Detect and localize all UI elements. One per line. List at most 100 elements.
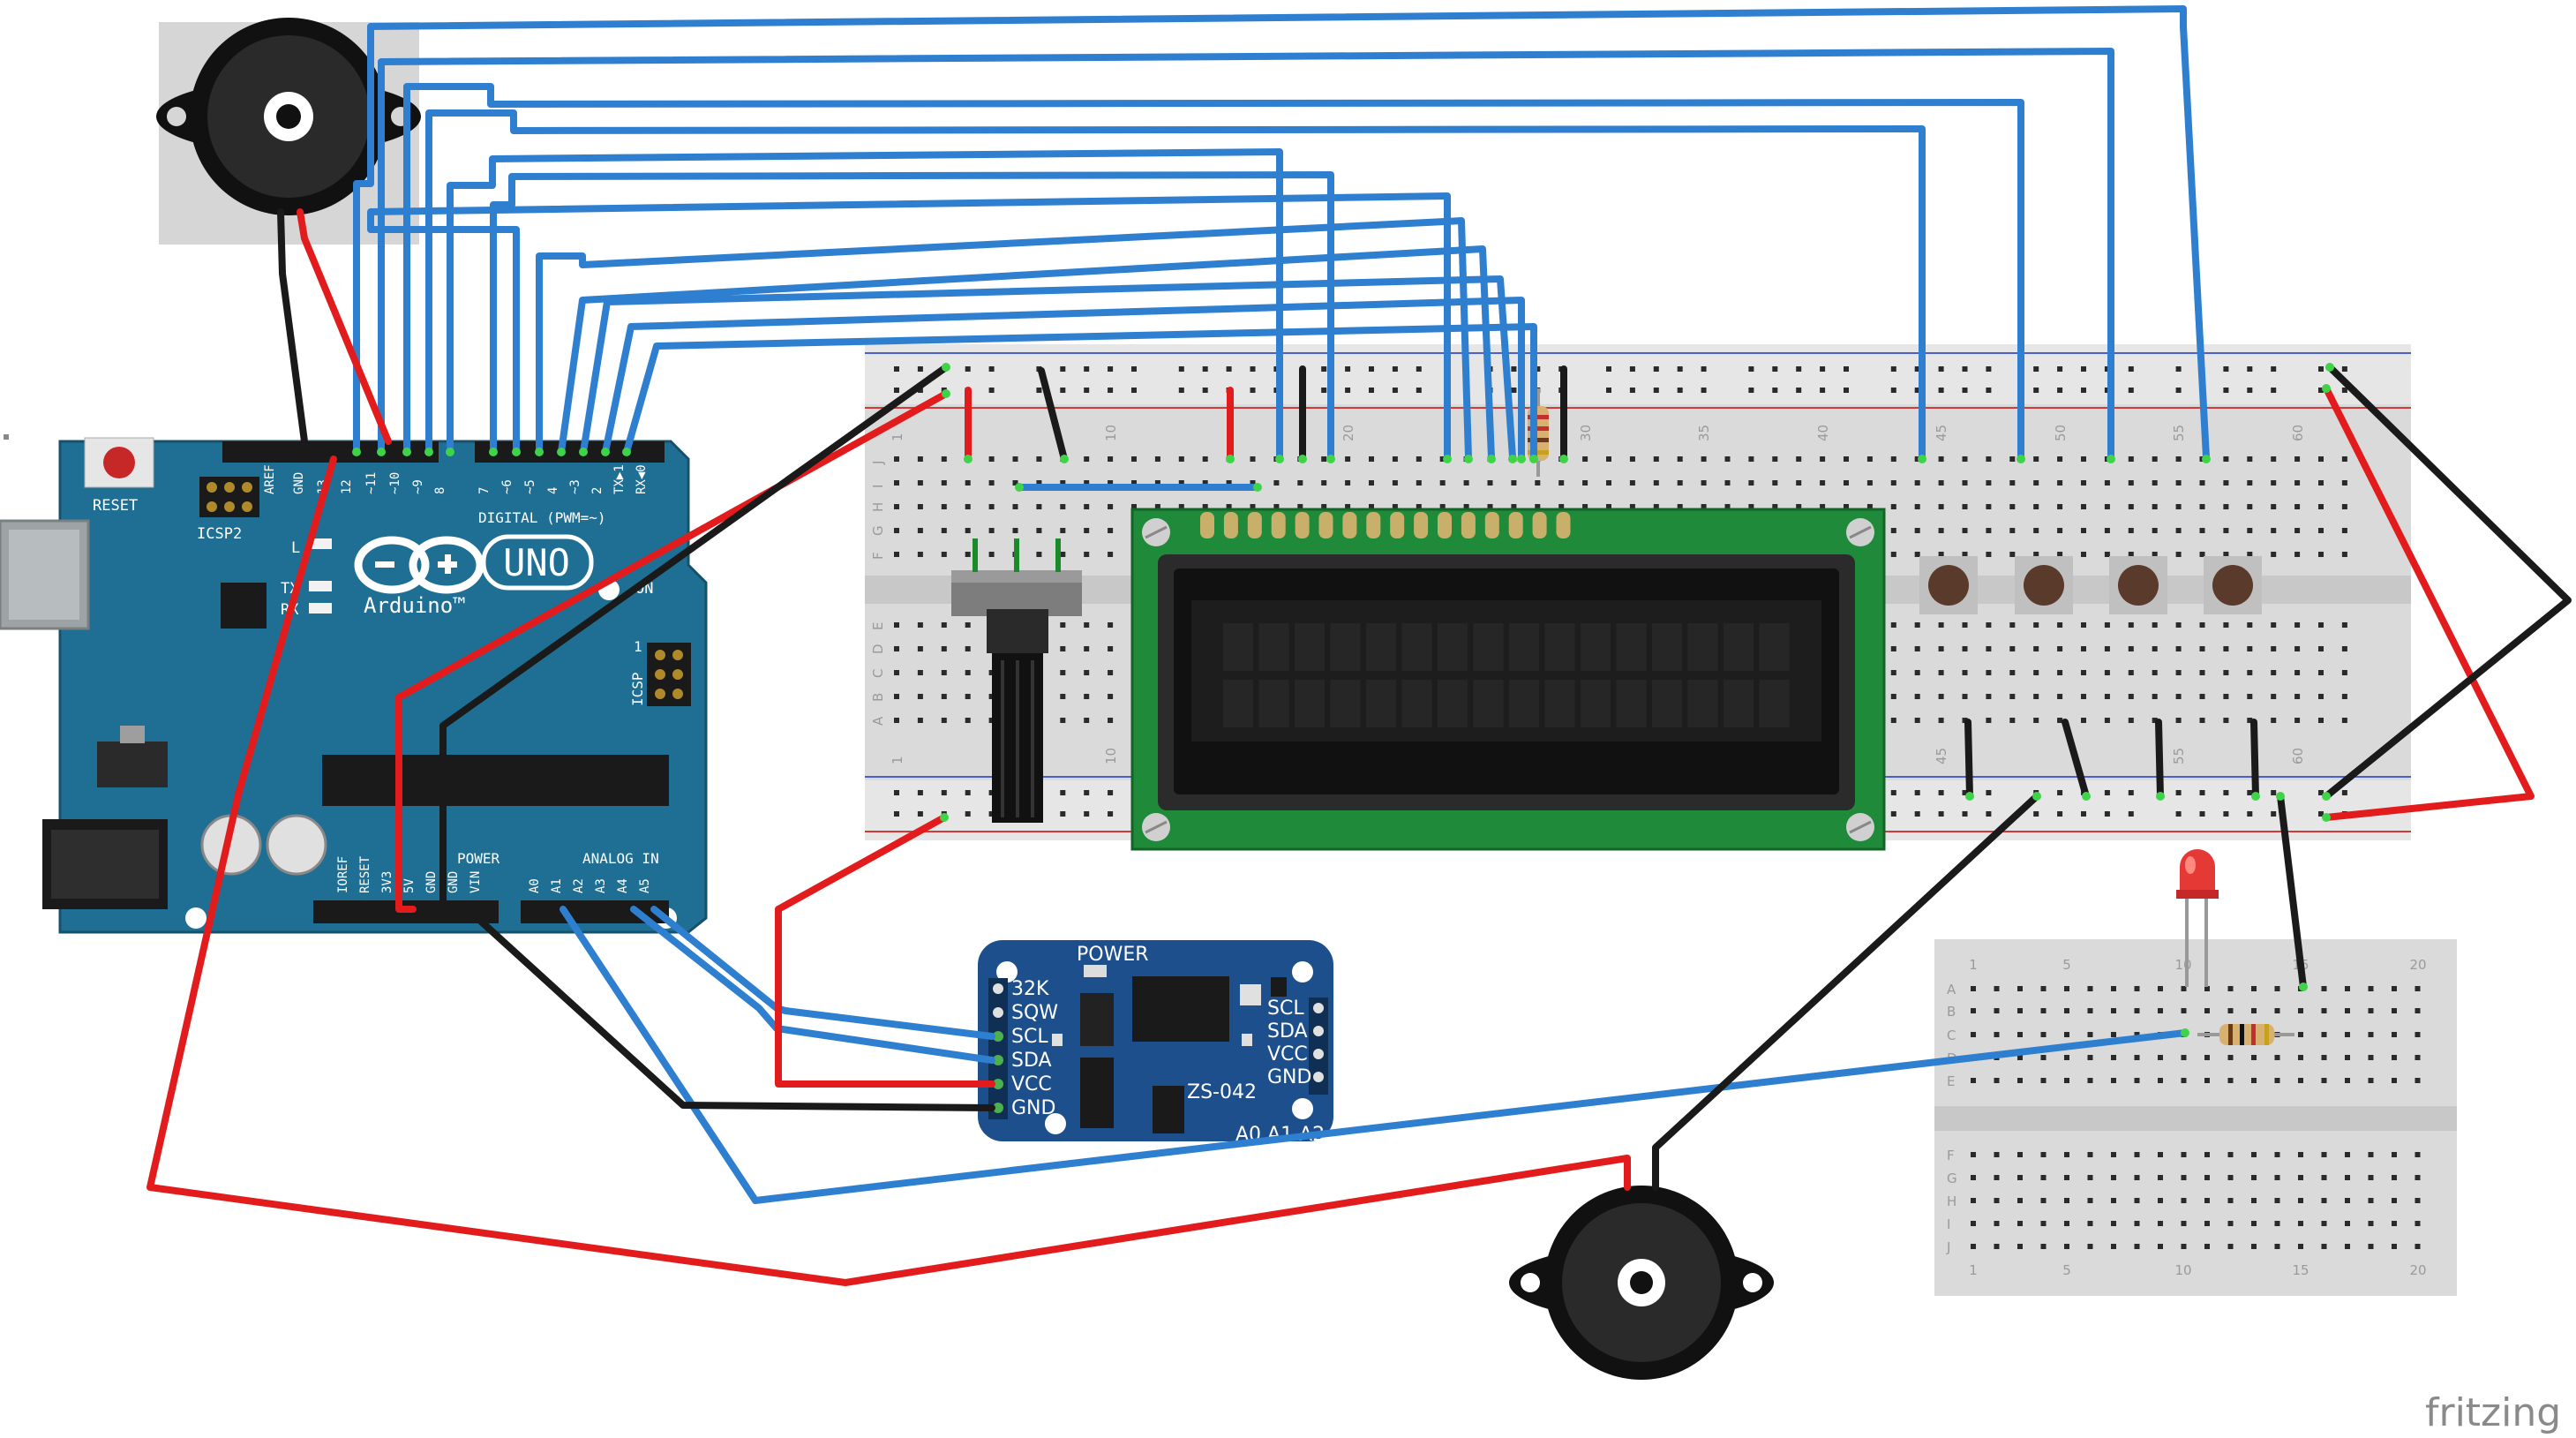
- column-number: 1: [890, 756, 905, 764]
- connection-point: [2032, 792, 2041, 801]
- row-letter: F: [1947, 1148, 1955, 1163]
- row-letter: C: [1947, 1028, 1956, 1043]
- rtc-pin-label: SCL: [1267, 998, 1304, 1020]
- wire-pin9-button1: [425, 109, 1926, 461]
- connection-point: [557, 448, 566, 456]
- wire-btn4-gnd: [2250, 719, 2259, 800]
- brand-text: Arduino™: [364, 593, 466, 618]
- connection-point: [2276, 792, 2285, 801]
- wire-5v-rail: [395, 390, 950, 913]
- rtc-pin-label: VCC: [1011, 1073, 1052, 1095]
- column-number: 20: [2409, 957, 2426, 973]
- column-number: 5: [2062, 1262, 2071, 1278]
- wire-pin12-button4: [353, 5, 2210, 461]
- column-number: 55: [2171, 748, 2187, 764]
- row-letter: A: [1947, 982, 1956, 998]
- wire-a4-sda: [630, 906, 995, 1064]
- analog-pin-label: A3: [594, 878, 608, 893]
- column-number: 45: [1934, 425, 1949, 441]
- icsp-label: ICSP: [629, 672, 646, 706]
- connection-point: [352, 448, 361, 456]
- digital-pin-label: ~5: [523, 479, 537, 494]
- wire-buzzer-top-red: [297, 208, 392, 445]
- digital-pin-label: ~6: [500, 479, 514, 494]
- connection-point: [489, 448, 498, 456]
- wire-pin6-lcd-d7: [367, 192, 1451, 461]
- rtc-power-label: POWER: [1077, 944, 1149, 966]
- connection-point: [2322, 384, 2331, 393]
- arduino-logo: UNO Arduino™: [354, 534, 594, 618]
- connection-point: [2016, 455, 2025, 463]
- digital-pin-label: 7: [477, 487, 492, 494]
- connection-point: [2322, 792, 2331, 801]
- column-number: 20: [1341, 425, 1356, 441]
- connection-point: [377, 448, 386, 456]
- column-number: 45: [1934, 748, 1949, 764]
- push-button-1: [1919, 556, 1978, 614]
- connection-point: [2082, 792, 2091, 801]
- reset-label: RESET: [93, 497, 138, 515]
- digital-pin-label: ~3: [568, 479, 582, 494]
- wire-rtc-vcc: [775, 814, 995, 1088]
- connection-point: [2251, 792, 2260, 801]
- row-letter: F: [870, 552, 886, 560]
- connection-point: [1060, 455, 1069, 463]
- column-number: 20: [2409, 1262, 2426, 1278]
- connection-point: [940, 813, 949, 822]
- wire-rail-right-red: [2323, 385, 2535, 821]
- digital-pin-label: 12: [340, 479, 354, 494]
- digital-pin-label: 2: [590, 487, 605, 494]
- wire-pin7-lcd: [490, 171, 1334, 461]
- column-number: 1: [1969, 1262, 1978, 1278]
- connection-point: [2202, 455, 2211, 463]
- digital-pin-label: ~11: [364, 472, 379, 494]
- wires: [146, 5, 2572, 1286]
- connection-point: [1226, 455, 1235, 463]
- column-number: 1: [1969, 957, 1978, 973]
- wire-pin11-button3: [378, 48, 2114, 461]
- row-letter: J: [870, 461, 886, 465]
- wire-pin3-lcd-d4: [580, 275, 1516, 461]
- row-letter: E: [870, 622, 886, 630]
- rtc-pin-label: GND: [1267, 1066, 1311, 1088]
- row-letter: I: [1947, 1216, 1950, 1232]
- regulator: [97, 742, 168, 787]
- column-number: 55: [2171, 425, 2187, 441]
- wire-btn2-gnd: [2062, 719, 2090, 800]
- row-letter: E: [1947, 1073, 1955, 1089]
- row-letter: I: [870, 485, 886, 488]
- digital-pin-label: 8: [433, 487, 447, 494]
- analog-pin-label: A2: [572, 878, 586, 893]
- wire-rail-right-black: [2323, 364, 2572, 800]
- connection-point: [402, 448, 411, 456]
- connection-point: [1298, 455, 1307, 463]
- column-number: 60: [2290, 425, 2306, 441]
- fritzing-watermark: fritzing: [2425, 1390, 2561, 1435]
- power-pin-label: RESET: [358, 855, 372, 893]
- icsp-header: [647, 643, 691, 706]
- connection-point: [2156, 792, 2165, 801]
- rtc-pin-label: GND: [1011, 1097, 1055, 1119]
- connection-point: [1508, 455, 1517, 463]
- row-letter: B: [870, 693, 886, 702]
- usb-chip: [221, 583, 267, 629]
- analog-label: ANALOG IN: [582, 850, 659, 867]
- rtc-pin-label: 32K: [1011, 978, 1049, 1000]
- connection-point: [2299, 983, 2308, 991]
- connection-point: [1253, 483, 1262, 492]
- row-letter: H: [870, 502, 886, 512]
- digital-pin-label: 4: [546, 487, 560, 494]
- wire-led-gnd: [2277, 793, 2307, 990]
- column-number: 10: [1103, 748, 1119, 764]
- wire-rtc-gnd: [464, 906, 995, 1111]
- connection-point: [2325, 363, 2334, 372]
- power-pin-label: GND: [447, 871, 461, 893]
- wire-pin10-button2: [403, 83, 2024, 461]
- connection-point: [1015, 483, 1024, 492]
- wire-btn1-gnd: [1964, 719, 1973, 800]
